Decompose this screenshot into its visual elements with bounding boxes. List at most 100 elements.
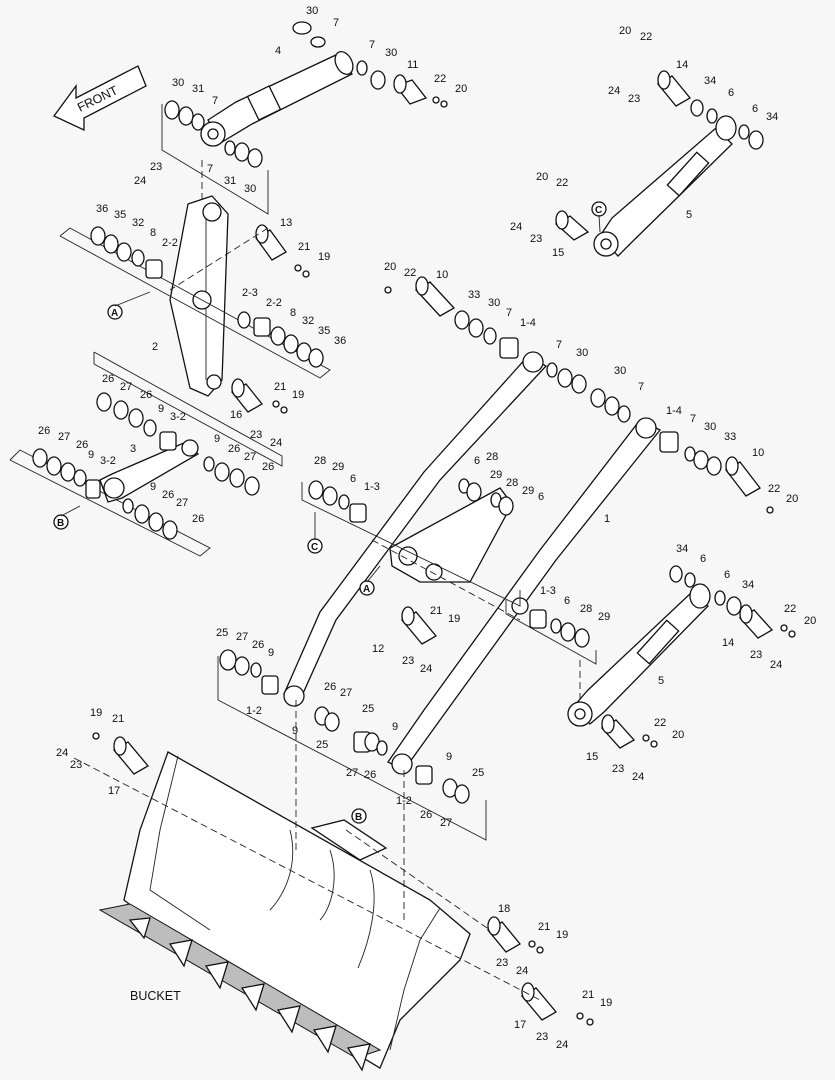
bell-crank-2 [169,195,229,397]
part-label: 13 [280,217,292,229]
part-label: 25 [316,739,328,751]
part-label: 26 [76,439,88,451]
part-label: 2-2 [162,237,178,249]
part-label: 6 [752,103,758,115]
part-label: 9 [446,751,452,763]
part-label: 30 [576,347,588,359]
part-label: 15 [586,751,598,763]
part-label: 27 [244,451,256,463]
bracket-b [9,449,211,557]
part-label: 9 [150,481,156,493]
bracket-a-left [59,227,331,379]
tilt-cylinder-5-upper [593,99,764,257]
part-label: 14 [722,637,734,649]
part-label: 19 [600,997,612,1009]
part-label: 34 [676,543,688,555]
part-label: 6 [538,491,544,503]
part-label: 24 [134,175,146,187]
part-label: 31 [192,83,204,95]
callout-b-bucket: B [351,808,367,824]
part-label: 8 [290,307,296,319]
part-label: 9 [268,647,274,659]
part-label: 1-2 [246,705,262,717]
part-label: 5 [658,675,664,687]
washers-lower-left [219,649,470,804]
part-label: 24 [516,965,528,977]
part-label: 30 [614,365,626,377]
washers-link-lower [32,448,178,540]
part-label: 22 [654,717,666,729]
bucket-cylinder-4 [200,51,354,147]
part-label: 7 [333,17,339,29]
part-label: 7 [212,95,218,107]
part-label: 22 [784,603,796,615]
part-label: 20 [455,83,467,95]
part-label: 2-2 [266,297,282,309]
washers-boom-upper-right [546,362,631,423]
part-label: 26 [192,513,204,525]
callout-c-left: C [307,538,323,554]
svg-text:B: B [57,518,64,529]
part-label: 30 [306,5,318,17]
bucket [98,751,471,1072]
part-label: 27 [440,817,452,829]
callout-a-left: A [107,304,123,320]
part-label: 33 [468,289,480,301]
part-label: 6 [474,455,480,467]
washers-mid-right [529,609,590,648]
part-label: 24 [270,437,282,449]
bracket-link-top [93,351,283,467]
part-label: 20 [672,729,684,741]
pin-14-upper [657,70,691,107]
part-label: 21 [112,713,124,725]
washers-link-upper [96,392,260,496]
pin-15-lower [600,714,658,749]
part-label: 27 [58,431,70,443]
front-arrow-icon: FRONT [53,65,147,132]
part-label: 21 [274,381,286,393]
part-label: 20 [619,25,631,37]
part-label: 24 [420,663,432,675]
part-label: 9 [292,725,298,737]
part-label: 26 [228,443,240,455]
part-label: 23 [530,233,542,245]
part-label: 28 [314,455,326,467]
part-label: 9 [158,403,164,415]
part-label: 23 [536,1031,548,1043]
part-label: 19 [556,929,568,941]
pin-10-upper [384,276,519,359]
part-label: 23 [628,93,640,105]
part-label: 2 [152,341,158,353]
part-label: 28 [580,603,592,615]
part-label: 25 [362,703,374,715]
pin-18 [487,916,544,954]
part-label: 22 [404,267,416,279]
pin-11 [393,74,448,108]
part-label: 26 [324,681,336,693]
part-label: 26 [102,373,114,385]
part-label: 24 [608,85,620,97]
part-label: 24 [632,771,644,783]
part-label: 3-2 [170,411,186,423]
part-label: 24 [510,221,522,233]
pin-16 [231,378,288,414]
part-label: 9 [392,721,398,733]
part-label: 10 [436,269,448,281]
callout-a-center: A [359,580,375,596]
center-lines [73,160,581,1001]
part-label: 17 [514,1019,526,1031]
part-label: 19 [292,389,304,401]
bracket-top-left [161,104,269,215]
part-label: 31 [224,175,236,187]
part-label: 7 [638,381,644,393]
pin-17-upper [92,732,149,775]
part-label: 27 [120,381,132,393]
pin-14-lower [738,604,796,639]
part-label: 36 [96,203,108,215]
part-label: 27 [236,631,248,643]
part-label: 26 [140,389,152,401]
link-3 [99,439,200,503]
part-label: 32 [302,315,314,327]
part-label: 30 [704,421,716,433]
